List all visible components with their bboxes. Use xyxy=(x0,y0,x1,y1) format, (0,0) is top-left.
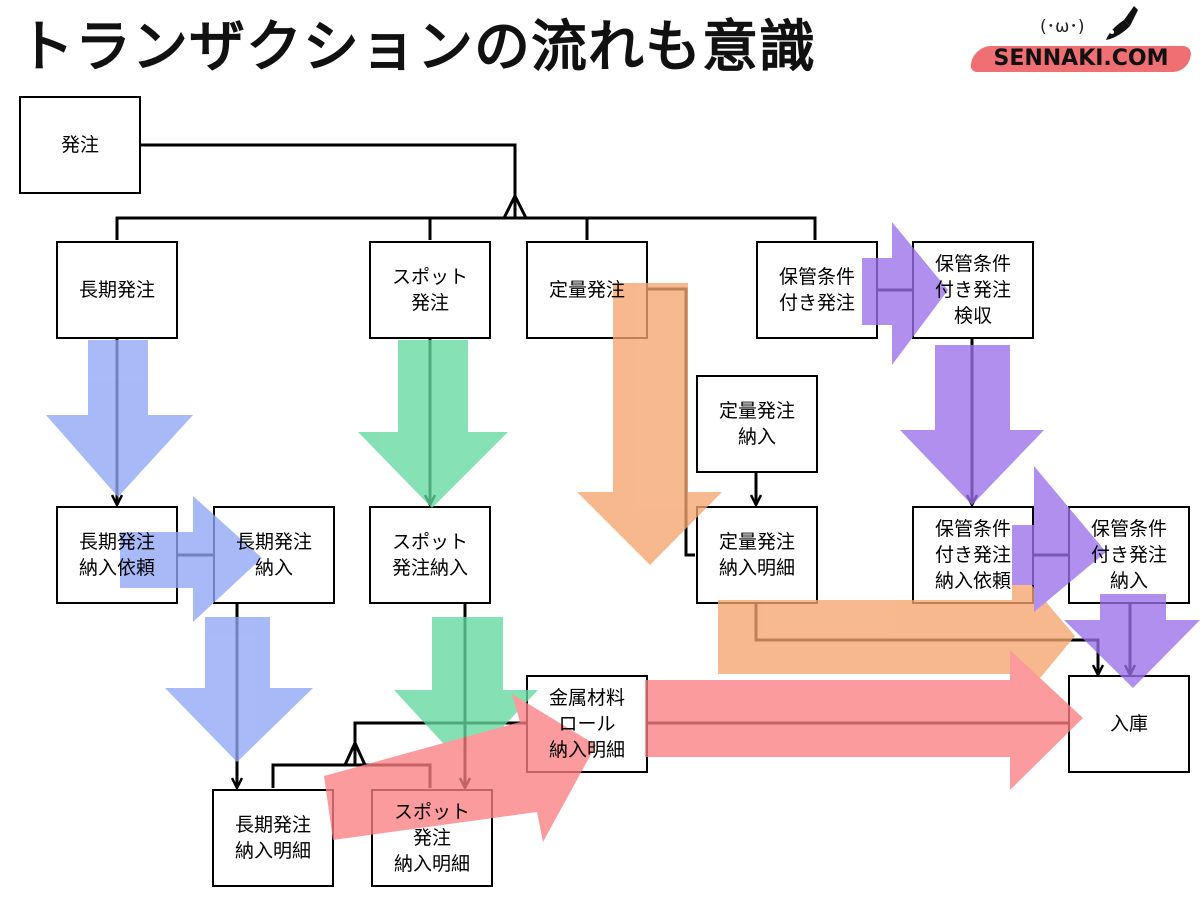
brand-text: SENNAKI.COM xyxy=(993,46,1169,71)
node-teiryo-nonyu xyxy=(696,375,818,473)
node-spot xyxy=(369,241,491,339)
flow-arrow-hokan-4 xyxy=(1064,594,1200,688)
flow-arrow-hokan-3 xyxy=(1012,466,1106,612)
flow-arrow-chouki-2 xyxy=(120,496,262,622)
brand-logo: SENNAKI.COM xyxy=(969,40,1193,78)
flow-arrow-teiryo-1 xyxy=(577,283,722,565)
flow-arrow-teiryo-2 xyxy=(718,562,1075,712)
flow-arrow-kinzoku-1 xyxy=(324,694,596,842)
flow-arrow-kinzoku-2 xyxy=(645,650,1083,790)
page-title: トランザクションの流れも意識 xyxy=(18,15,816,80)
node-label-chouki-irai: 長期発注 納入依頼 xyxy=(78,531,155,579)
node-label-teiryo-meisai: 定量発注 納入明細 xyxy=(718,531,795,579)
node-label-kinzoku: 金属材料 ロール 納入明細 xyxy=(548,687,625,761)
node-label-hokan-nonyu: 保管条件 付き発注 納入 xyxy=(1090,518,1167,592)
flow-arrow-chouki-3 xyxy=(165,617,313,762)
node-label-hokan-irai: 保管条件 付き発注 納入依頼 xyxy=(934,518,1011,592)
flow-arrow-spot-2 xyxy=(394,617,538,767)
node-label-teiryo: 定量発注 xyxy=(548,279,625,301)
node-label-chouki-meisai: 長期発注 納入明細 xyxy=(234,814,311,862)
node-label-teiryo-nonyu: 定量発注 納入 xyxy=(718,400,795,448)
flow-arrow-spot-1 xyxy=(358,340,508,508)
node-label-hokan-kenshu: 保管条件 付き発注 検収 xyxy=(934,253,1011,327)
node-hokan xyxy=(756,241,878,339)
brush-icon xyxy=(1106,6,1138,40)
mascot-face: (･ω･) xyxy=(1040,17,1085,37)
flow-arrow-chouki-1 xyxy=(46,340,193,497)
node-hacchu xyxy=(19,96,141,194)
node-label-hokan: 保管条件 付き発注 xyxy=(778,266,855,314)
node-teiryo-meisai xyxy=(696,506,818,604)
flow-arrow-hokan-1 xyxy=(862,222,948,365)
node-nyuko xyxy=(1068,675,1190,773)
node-chouki-meisai xyxy=(212,789,334,887)
node-label-nyuko: 入庫 xyxy=(1109,713,1148,735)
node-label-spot-nonyu: スポット 発注納入 xyxy=(391,531,468,579)
flow-arrows xyxy=(46,222,1200,842)
node-label-hacchu: 発注 xyxy=(60,134,99,156)
node-label-chouki: 長期発注 xyxy=(78,279,155,301)
entity-boxes xyxy=(19,96,1190,887)
node-label-spot-meisai: スポット 発注 納入明細 xyxy=(393,801,470,875)
node-spot-nonyu xyxy=(369,506,491,604)
flow-arrow-hokan-2 xyxy=(900,345,1044,505)
node-chouki xyxy=(56,241,178,339)
node-label-chouki-nonyu: 長期発注 納入 xyxy=(235,531,312,579)
node-label-spot: スポット 発注 xyxy=(391,266,468,314)
